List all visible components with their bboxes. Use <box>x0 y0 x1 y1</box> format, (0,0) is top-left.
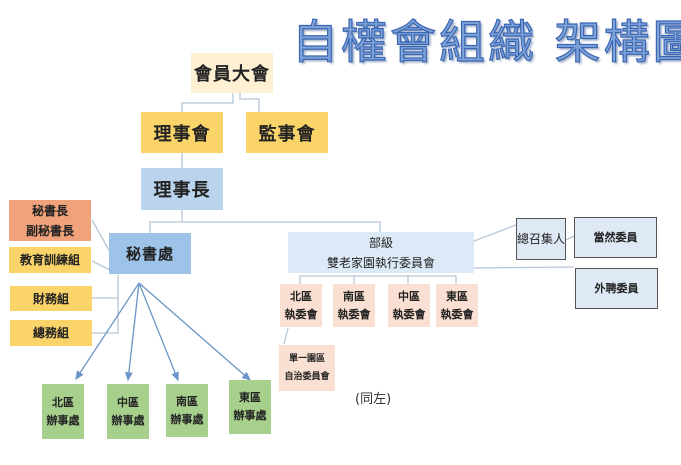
node-single-park: 單一園區 自治委員會 <box>279 345 335 391</box>
line-chairman-committee <box>182 221 381 232</box>
label-line2: 執委會 <box>440 307 474 321</box>
arrow-east-office <box>138 282 251 381</box>
node-ministry-committee: 部級 雙老家園執行委員會 <box>288 232 474 273</box>
node-secretariat: 秘書處 <box>109 233 191 274</box>
label-line1: 北區 <box>52 395 74 409</box>
arrow-north-office <box>75 282 140 381</box>
node-east-office: 東區 辦事處 <box>229 380 271 434</box>
line-regionals <box>299 275 457 284</box>
node-central-office: 中區 辦事處 <box>107 384 149 439</box>
line-convener <box>473 224 517 242</box>
label-line2: 自治委員會 <box>284 372 330 382</box>
node-north-office: 北區 辦事處 <box>42 384 84 439</box>
label-line2: 辦事處 <box>170 412 204 426</box>
node-ex-officio: 當然委員 <box>574 217 657 258</box>
arrow-central-office <box>125 282 140 382</box>
label-line2: 執委會 <box>392 307 426 321</box>
line-education <box>91 260 111 271</box>
node-north-committee: 北區 執委會 <box>280 284 322 327</box>
node-secretary-general: 秘書長 副秘書長 <box>9 200 91 241</box>
label-line1: 東區 <box>239 391 261 404</box>
node-convener: 總召集人 <box>516 218 566 260</box>
label-line2: 辦事處 <box>46 413 80 427</box>
label-line1: 中區 <box>398 289 420 303</box>
node-general-affairs: 總務組 <box>10 320 92 346</box>
label-line1: 東區 <box>446 289 468 303</box>
label-line1: 秘書長 <box>31 203 68 218</box>
node-board-supervisors: 監事會 <box>246 112 328 153</box>
line-secgen <box>91 219 111 253</box>
label-line2: 執委會 <box>337 307 371 321</box>
node-central-committee: 中區 執委會 <box>388 284 430 327</box>
label-line1: 南區 <box>176 394 198 408</box>
node-board-directors: 理事會 <box>141 112 223 153</box>
arrow-south-office <box>138 282 179 382</box>
line-external <box>473 266 575 269</box>
label-line1: 單一園區 <box>288 354 325 364</box>
same-as-left-note: (同左) <box>355 392 392 407</box>
label-line2: 副秘書長 <box>25 223 74 238</box>
line-assembly-supervisors <box>239 93 260 112</box>
line-single-park <box>283 327 289 345</box>
node-south-committee: 南區 執委會 <box>333 284 375 327</box>
line-assembly-board <box>181 93 234 112</box>
node-external: 外聘委員 <box>575 268 658 309</box>
label-line2: 雙老家園執行委員會 <box>326 255 435 270</box>
label-line2: 辦事處 <box>233 409 267 422</box>
node-chairman: 理事長 <box>141 168 223 210</box>
label-line1: 部級 <box>368 235 393 250</box>
line-exofficio <box>565 235 575 241</box>
label-line1: 中區 <box>117 395 139 409</box>
label-line1: 南區 <box>343 289 365 303</box>
diagram-title: 自權會組織 架構圖 <box>291 14 681 69</box>
label-line2: 執委會 <box>284 307 318 321</box>
label-line1: 北區 <box>290 289 312 303</box>
node-finance: 財務組 <box>10 286 92 311</box>
node-general-assembly: 會員大會 <box>191 53 273 93</box>
label-line2: 辦事處 <box>111 413 145 427</box>
node-education-training: 教育訓練組 <box>9 247 91 273</box>
line-chairman-secretariat <box>149 210 183 233</box>
line-general-affairs <box>92 275 119 334</box>
node-east-committee: 東區 執委會 <box>436 284 478 327</box>
node-south-office: 南區 辦事處 <box>166 384 208 437</box>
